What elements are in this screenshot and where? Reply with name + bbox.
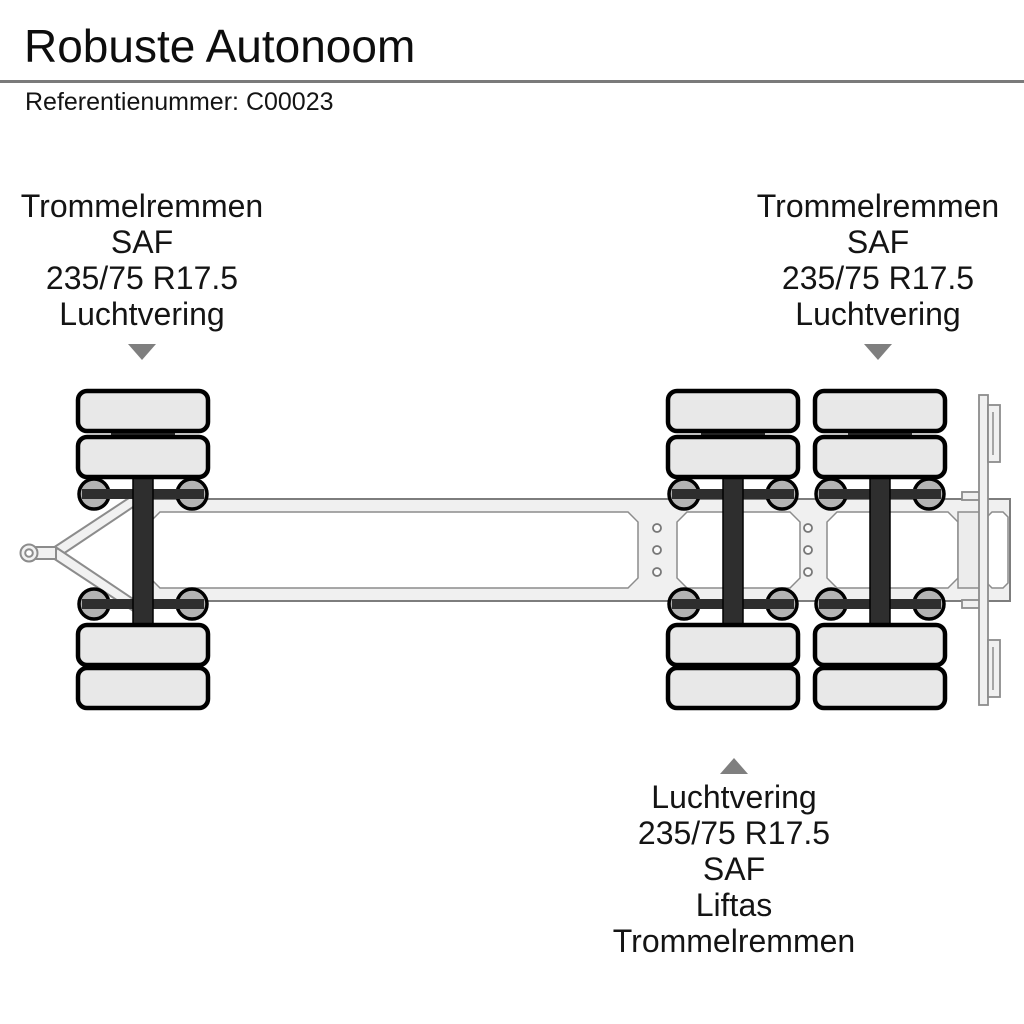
drawbar-shaft xyxy=(35,546,57,560)
reference-number: Referentienummer: C00023 xyxy=(25,88,334,117)
rear-bumper-bar xyxy=(978,394,989,706)
spec-line: Trommelremmen xyxy=(612,923,856,959)
spec-line: SAF xyxy=(846,224,910,260)
rear-bracket-top xyxy=(987,404,1001,463)
frame-opening xyxy=(986,511,1009,589)
spec-line: Trommelremmen xyxy=(20,188,264,224)
rear-bracket-bottom xyxy=(987,639,1001,698)
spec-line: Luchtvering xyxy=(795,296,961,332)
rear-bar-tab xyxy=(961,491,981,501)
spec-line: Luchtvering xyxy=(651,779,817,815)
spec-line: 235/75 R17.5 xyxy=(45,260,239,296)
reference-value: C00023 xyxy=(245,88,334,116)
arrow-up-icon xyxy=(720,758,748,774)
arrow-down-icon xyxy=(864,344,892,360)
towing-eye-hole xyxy=(24,548,34,558)
page-title: Robuste Autonoom xyxy=(24,20,416,72)
spec-line: 235/75 R17.5 xyxy=(781,260,975,296)
spec-line: SAF xyxy=(702,851,766,887)
spec-line: Liftas xyxy=(695,887,773,923)
arrow-down-icon xyxy=(128,344,156,360)
spec-line: SAF xyxy=(110,224,174,260)
drawbar xyxy=(19,491,146,615)
frame-opening xyxy=(149,511,639,589)
spec-line: Luchtvering xyxy=(59,296,225,332)
rear-bar-tab xyxy=(961,599,981,609)
frame-opening xyxy=(826,511,959,589)
spec-line: 235/75 R17.5 xyxy=(637,815,831,851)
title-divider xyxy=(0,80,1024,83)
crossmember-front xyxy=(652,523,662,577)
reference-label: Referentienummer: xyxy=(25,88,239,116)
rear-end-assembly xyxy=(957,394,1001,706)
spec-line: Trommelremmen xyxy=(756,188,1000,224)
crossmember-rear xyxy=(803,523,813,577)
